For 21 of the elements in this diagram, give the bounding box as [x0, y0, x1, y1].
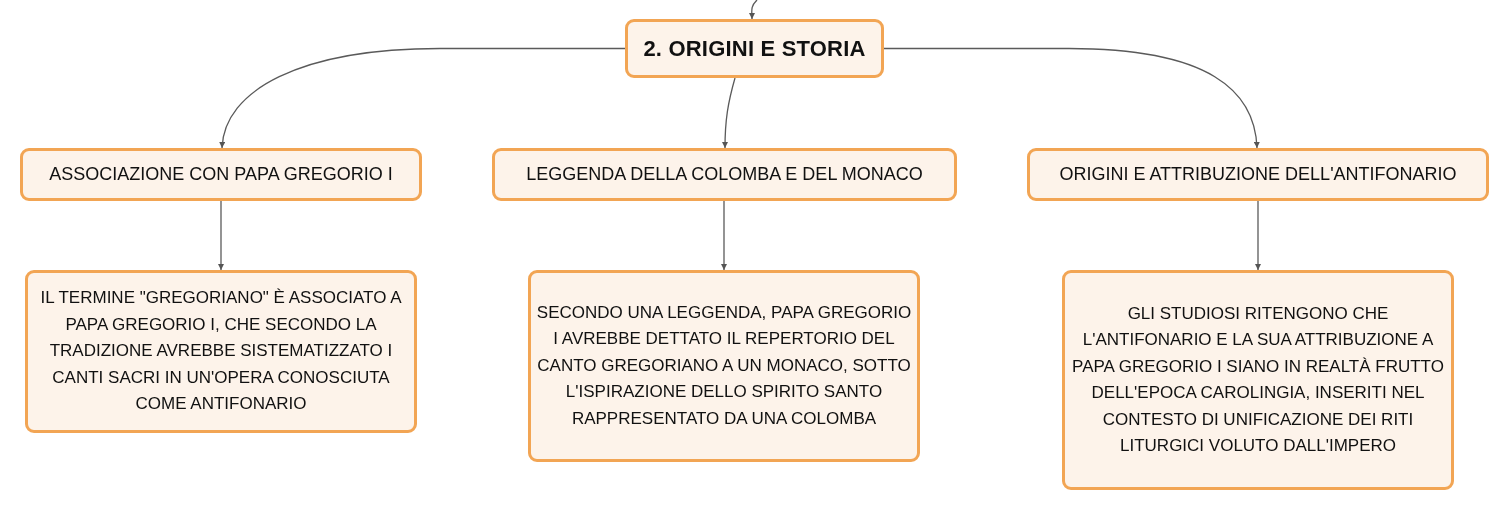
detail-box: [528, 270, 920, 462]
connector-arrow: [748, 0, 758, 20]
subtopic-box: [492, 148, 957, 201]
connector-arrow: [883, 47, 1260, 149]
detail-box: [1062, 270, 1454, 490]
detail-box: [25, 270, 417, 433]
subtopic-title: ORIGINI E ATTRIBUZIONE DELL'ANTIFONARIO: [1059, 164, 1457, 185]
central-topic-title: 2. ORIGINI E STORIA: [643, 35, 866, 62]
subtopic-title: LEGGENDA DELLA COLOMBA E DEL MONACO: [526, 164, 923, 185]
subtopic-title: ASSOCIAZIONE CON PAPA GREGORIO I: [49, 164, 393, 185]
connector-arrow: [1255, 200, 1261, 271]
detail-text: SECONDO UNA LEGGENDA, PAPA GREGORIO I AVREBBE DETTATO IL REPERTORIO DEL CANTO GREGORIANO A UN MONACO, SOTTO L'ISPIRAZIONE DELLO SPIRITO SANTO RAPPRESENTATO DA UNA COLOMBA: [535, 301, 913, 430]
central-topic-box: [625, 19, 884, 78]
connector-arrow: [218, 200, 224, 271]
connector-arrow: [219, 47, 626, 149]
subtopic-box: [1027, 148, 1489, 201]
detail-text: IL TERMINE "GREGORIANO" È ASSOCIATO A PAPA GREGORIO I, CHE SECONDO LA TRADIZIONE AVREBBE SISTEMATIZZATO I CANTI SACRI IN UN'OPERA CONOSCIUTA COME ANTIFONARIO: [39, 287, 403, 416]
connector-arrow: [722, 77, 736, 149]
detail-text: GLI STUDIOSI RITENGONO CHE L'ANTIFONARIO E LA SUA ATTRIBUZIONE A PAPA GREGORIO I SIANO IN REALTÀ FRUTTO DELL'EPOCA CAROLINGIA, INSERITI NEL CONTESTO DI UNIFICAZIONE DEI RITI LITURGICI VOLUTO DALL'IMPERO: [1071, 302, 1445, 457]
subtopic-box: [20, 148, 422, 201]
connector-arrow: [721, 200, 727, 271]
